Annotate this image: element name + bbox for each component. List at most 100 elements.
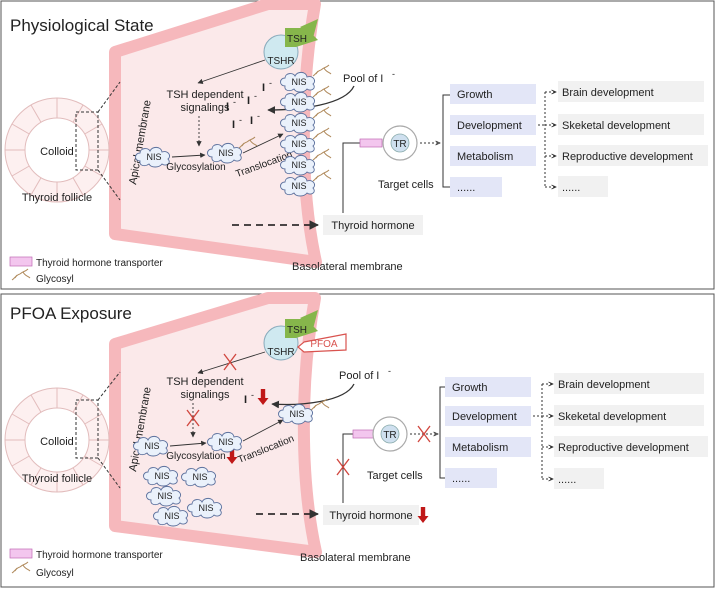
iodide-label: I: [250, 115, 253, 127]
outcome-brain: Brain development: [562, 87, 654, 99]
tsh-dependent-label: TSH dependent: [166, 89, 243, 101]
outcome-skeletal: Skeketal development: [558, 411, 666, 423]
hormone-transporter: [359, 138, 383, 148]
outcome-box: [554, 468, 604, 489]
category-box: [445, 437, 531, 457]
iodide-uptake-arrow: [267, 85, 355, 114]
category-box: [450, 146, 536, 166]
category-box: [450, 115, 536, 135]
panel-title: Physiological State: [10, 16, 154, 35]
panel-pfoa: PFOA Exposure Apical membrane Colloid Th…: [0, 292, 715, 588]
tshr-receptor: [263, 19, 318, 70]
nis-label: NIS: [291, 160, 306, 170]
tr-receptor: [390, 133, 410, 153]
outcome-box: [554, 436, 708, 457]
category-more: ......: [457, 182, 475, 194]
category-more: ......: [452, 473, 470, 485]
legend-transporter-label: Thyroid hormone transporter: [36, 550, 163, 561]
glycosylation-label: Glycosylation: [166, 162, 225, 173]
legend-transporter-swatch: [9, 548, 33, 559]
follicle-label: Thyroid follicle: [22, 192, 92, 204]
signalings-label: signalings: [181, 102, 230, 114]
iodide-uptake-arrow: [271, 383, 355, 409]
zoom-line: [97, 81, 121, 113]
nis-label: NIS: [291, 118, 306, 128]
outcome-more: ......: [558, 474, 576, 486]
hormone-to-cell-line: [342, 142, 360, 213]
iodide-charge: -: [254, 91, 257, 101]
tsh-signal-arrow: [197, 351, 266, 375]
panel-title: PFOA Exposure: [10, 304, 132, 323]
nis-label: NIS: [291, 139, 306, 149]
signalings-label: signalings: [181, 389, 230, 401]
hormone-transporter: [352, 429, 376, 439]
tr-receptor: [380, 424, 400, 444]
category-growth: Growth: [452, 382, 487, 394]
outcome-box: [558, 145, 708, 166]
nis-label: NIS: [146, 152, 161, 162]
tr-label: TR: [393, 139, 406, 150]
iodide-pool-label: Pool of I: [343, 73, 383, 85]
iodide-charge: -: [269, 78, 272, 88]
outcome-box: [554, 405, 704, 426]
thyroid-hormone-label: Thyroid hormone: [331, 220, 414, 232]
zoom-line: [97, 457, 121, 489]
legend-glycosyl-label: Glycosyl: [36, 274, 74, 285]
glycosylation-arrow: [169, 440, 207, 447]
iodide-label: I: [247, 95, 250, 107]
category-growth: Growth: [457, 89, 492, 101]
iodide-label: I: [244, 394, 247, 406]
glycosylation-arrow: [171, 152, 206, 158]
nis-label: NIS: [289, 409, 304, 419]
tsh-dependent-label: TSH dependent: [166, 376, 243, 388]
outcome-box: [558, 81, 704, 102]
iodide-group: I - I - I - I - I -: [226, 78, 272, 131]
translocation-arrow: [242, 419, 284, 442]
thyroid-hormone-label: Thyroid hormone: [329, 510, 412, 522]
accumulated-nis: NIS NIS NIS NIS NIS: [143, 465, 223, 527]
zoom-box: [75, 399, 99, 459]
category-box: [445, 406, 531, 426]
nis-label: NIS: [291, 77, 306, 87]
outcome-reproductive: Reproductive development: [562, 151, 693, 163]
tshr-label: TSHR: [267, 347, 294, 358]
outcome-skeletal: Skeketal development: [562, 120, 670, 132]
outcome-box: [554, 373, 704, 394]
tshr-label: TSHR: [267, 56, 294, 67]
zoom-line: [97, 169, 121, 201]
translocation-arrow: [242, 133, 284, 154]
nis-label: NIS: [157, 491, 172, 501]
target-cells-label: Target cells: [378, 179, 434, 191]
legend-transporter-label: Thyroid hormone transporter: [36, 258, 163, 269]
basolateral-label: Basolateral membrane: [292, 261, 403, 273]
nis-label: NIS: [218, 437, 233, 447]
legend-transporter-swatch: [9, 256, 33, 267]
nis-label: NIS: [144, 441, 159, 451]
iodide-label: I: [262, 82, 265, 94]
iodide-pool-charge: -: [392, 69, 395, 79]
colloid-label: Colloid: [40, 146, 74, 158]
glycosylation-label: Glycosylation: [166, 451, 225, 462]
iodide-pool-charge: -: [388, 366, 391, 376]
category-box: [445, 468, 497, 488]
category-box: [445, 377, 531, 397]
category-box: [450, 177, 502, 197]
category-bracket: [439, 386, 445, 479]
category-development: Development: [457, 120, 522, 132]
tr-label: TR: [383, 430, 396, 441]
hormone-to-cell-line: [342, 433, 353, 503]
nis-label: NIS: [291, 97, 306, 107]
iodide-pool-label: Pool of I: [339, 370, 379, 382]
outcome-brain: Brain development: [558, 379, 650, 391]
basolateral-label: Basolateral membrane: [300, 552, 411, 564]
membrane-nis-column: NIS NIS NIS NIS NIS NIS: [280, 64, 332, 197]
iodide-label: I: [226, 101, 229, 113]
follicle-label: Thyroid follicle: [22, 473, 92, 485]
legend-glycosyl-label: Glycosyl: [36, 568, 74, 579]
outcome-box: [558, 176, 608, 197]
tsh-signal-arrow: [197, 59, 266, 84]
nis-label: NIS: [192, 472, 207, 482]
thyroid-hormone-box: [323, 215, 423, 235]
thyroid-hormone-box: [323, 505, 419, 525]
